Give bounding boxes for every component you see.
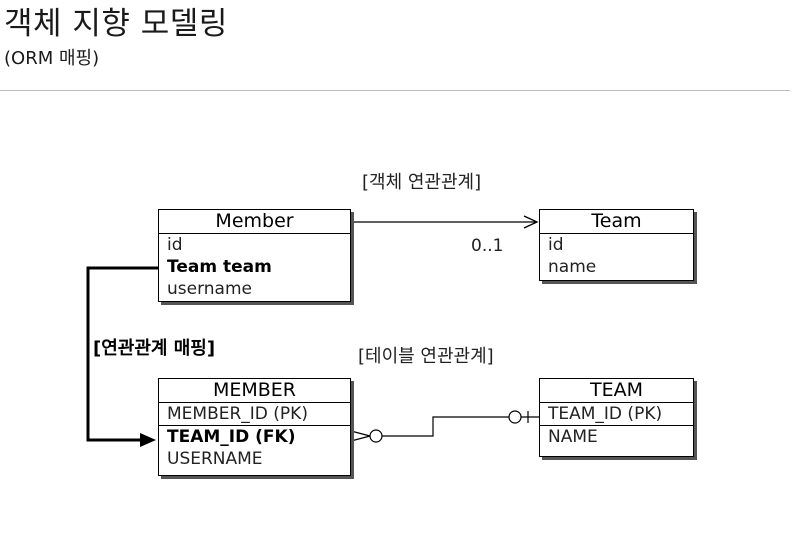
team-class-name: Team [540, 210, 693, 234]
team-table-name: TEAM [540, 379, 693, 403]
fk-crowfoot-1 [350, 430, 371, 437]
team-fields: id name [540, 234, 693, 278]
team-table-name-col: NAME [548, 427, 598, 447]
team-table-pk-section: TEAM_ID (PK) [540, 403, 693, 426]
mapping-line [86, 266, 158, 442]
team-field-id: id [548, 235, 564, 255]
member-class-box: Member id Team team username [158, 209, 351, 302]
member-fields: id Team team username [159, 234, 350, 300]
member-field-id: id [167, 235, 183, 255]
table-relation-label: [테이블 연관관계] [358, 346, 494, 367]
team-table-pk: TEAM_ID (PK) [548, 404, 663, 424]
page-title: 객체 지향 모델링 [4, 6, 228, 42]
mapping-label: [연관관계 매핑] [93, 338, 216, 359]
divider [0, 90, 790, 91]
member-table-columns: TEAM_ID (FK) USERNAME [159, 426, 350, 470]
team-table-columns: NAME [540, 426, 693, 448]
member-field-username: username [167, 279, 252, 299]
team-table-box: TEAM TEAM_ID (PK) NAME [539, 378, 694, 457]
object-relation-label: [객체 연관관계] [362, 172, 482, 193]
member-table-username: USERNAME [167, 449, 263, 469]
member-table-name: MEMBER [159, 379, 350, 403]
team-field-name: name [548, 257, 597, 277]
member-table-fk: TEAM_ID (FK) [167, 427, 296, 447]
member-table-pk: MEMBER_ID (PK) [167, 404, 308, 424]
page-subtitle: (ORM 매핑) [4, 48, 100, 69]
member-field-team: Team team [167, 257, 272, 277]
pk-zero-circle [508, 410, 522, 424]
fk-crowfoot-2 [350, 435, 371, 442]
member-table-pk-section: MEMBER_ID (PK) [159, 403, 350, 426]
member-class-name: Member [159, 210, 350, 234]
member-table-box: MEMBER MEMBER_ID (PK) TEAM_ID (FK) USERN… [158, 378, 351, 476]
fk-relation-line [382, 416, 509, 437]
team-class-box: Team id name [539, 209, 694, 281]
association-arrowhead [523, 215, 539, 229]
fk-zero-circle [369, 429, 383, 443]
multiplicity-label: 0..1 [471, 236, 504, 256]
mapping-arrowhead [140, 433, 156, 447]
